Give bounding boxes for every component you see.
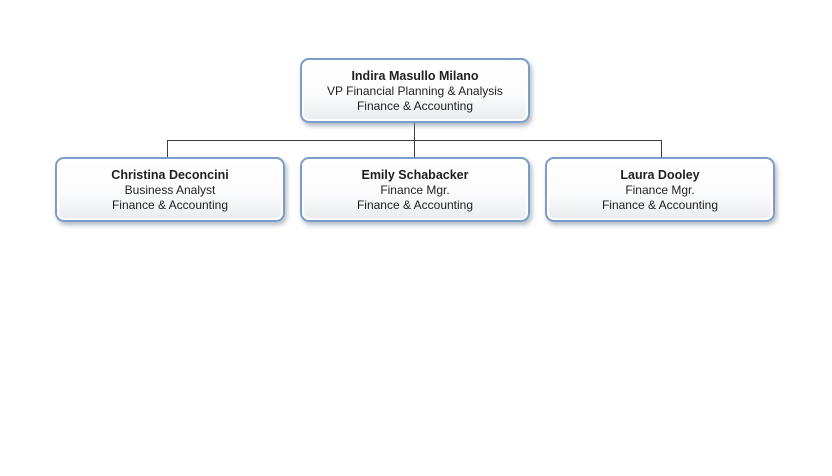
- person-name: Christina Deconcini: [111, 167, 229, 182]
- person-title: Finance Mgr.: [380, 182, 450, 197]
- person-title: VP Financial Planning & Analysis: [327, 83, 503, 98]
- person-name: Indira Masullo Milano: [351, 68, 479, 83]
- person-department: Finance & Accounting: [111, 197, 229, 212]
- person-title: Business Analyst: [124, 182, 216, 197]
- person-department: Finance & Accounting: [356, 98, 474, 113]
- person-name: Emily Schabacker: [361, 167, 469, 182]
- org-node-root[interactable]: Indira Masullo Milano VP Financial Plann…: [300, 58, 530, 123]
- org-node-child-2[interactable]: Emily Schabacker Finance Mgr. Finance & …: [300, 157, 530, 222]
- connector-root-stem: [414, 123, 415, 140]
- connector-horizontal-bar: [167, 140, 662, 141]
- org-node-child-3[interactable]: Laura Dooley Finance Mgr. Finance & Acco…: [545, 157, 775, 222]
- connector-drop-middle: [414, 141, 415, 157]
- person-title: Finance Mgr.: [625, 182, 695, 197]
- connector-drop-right: [661, 141, 662, 157]
- person-department: Finance & Accounting: [356, 197, 474, 212]
- org-node-child-1[interactable]: Christina Deconcini Business Analyst Fin…: [55, 157, 285, 222]
- person-name: Laura Dooley: [620, 167, 700, 182]
- connector-drop-left: [167, 141, 168, 157]
- person-department: Finance & Accounting: [601, 197, 719, 212]
